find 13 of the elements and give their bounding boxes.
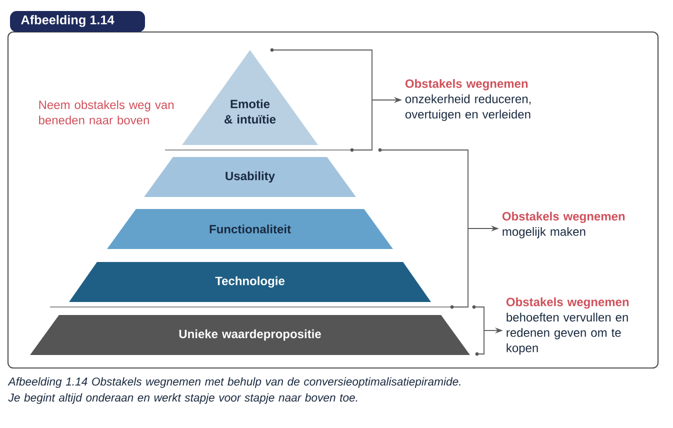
pyramid-layer: Functionaliteit <box>107 209 393 249</box>
pyramid-layer: Technologie <box>69 262 431 302</box>
annotation-text: Obstakels wegnemen behoeften vervullen en redenen geven om te kopen <box>506 297 629 355</box>
annotation-text: Obstakels wegnemen onzekerheid reduceren, overtuigen en verleiden <box>405 79 531 121</box>
bracket <box>472 305 484 356</box>
annotation-text: Obstakels wegnemen mogelijk maken <box>502 212 625 238</box>
pyramid-layer: Emotie & intuïtie <box>182 50 318 145</box>
bracket <box>378 148 468 309</box>
pyramid-layer: Unieke waardepropositie <box>30 315 470 355</box>
note-text: Neem obstakels weg van beneden naar boven <box>39 100 174 124</box>
pyramid-layer: Usability <box>144 157 356 197</box>
caption: Afbeelding 1.14 Obstakels wegnemen met behulp van de conversieoptimalisatiepiramide. Je begint altijd onderaan en werkt stapje voor stapje naar boven toe. <box>8 377 460 404</box>
title-tab: Afbeelding 1.14 <box>10 11 145 32</box>
